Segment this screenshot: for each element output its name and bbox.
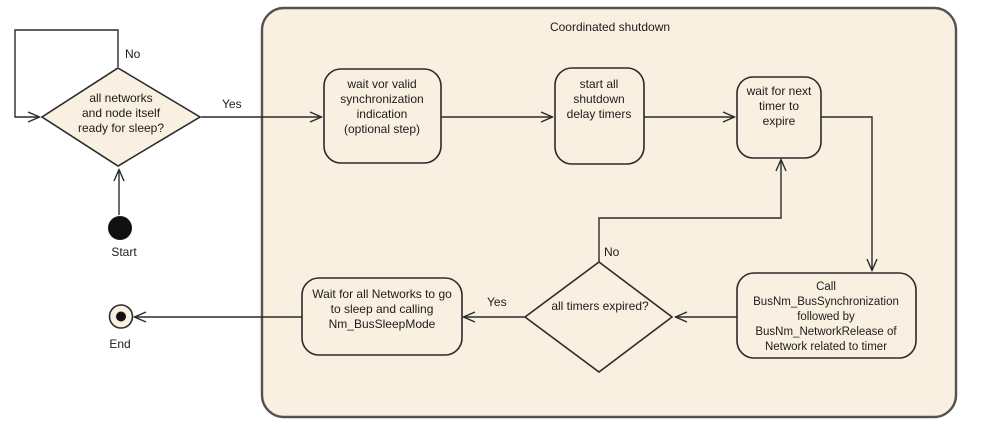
- activity-wait-next-timer-line: expire: [763, 114, 796, 128]
- activity-start-timers: [554, 67, 645, 165]
- activity-wait-networks-sleep-line: to sleep and calling: [331, 302, 434, 316]
- activity-wait-next-timer-line: timer to: [759, 99, 799, 113]
- timers-decision-diamond: [523, 261, 674, 373]
- activity-start-timers-line: start all: [580, 77, 619, 91]
- ready-decision-line: all networks: [89, 91, 152, 105]
- activity-wait-networks-sleep-line: Nm_BusSleepMode: [329, 317, 436, 331]
- timers-decision-label: all timers expired?: [551, 299, 649, 313]
- activity-call-busnm-line: followed by: [797, 311, 855, 323]
- activity-wait-sync-line: synchronization: [340, 92, 423, 106]
- frame-title: Coordinated shutdown: [550, 20, 670, 34]
- edge-no-timers-to-wait-next: [598, 160, 781, 262]
- edge-no-self-loop: [14, 29, 119, 117]
- start-node: [108, 216, 132, 240]
- activity-call-busnm-line: BusNm_BusSynchronization: [753, 296, 899, 308]
- edge-wait-next-to-call: [821, 116, 872, 270]
- ready-decision-line: and node itself: [82, 106, 161, 120]
- edge-label-no-timers: No: [604, 245, 620, 259]
- activity-start-timers-line: shutdown: [573, 92, 624, 106]
- ready-decision-diamond: [40, 67, 202, 167]
- activity-wait-sync-line: wait vor valid: [346, 77, 416, 91]
- activity-start-timers-line: delay timers: [567, 107, 632, 121]
- activity-wait-next-timer-line: wait for next: [746, 84, 812, 98]
- ready-decision-line: ready for sleep?: [78, 121, 164, 135]
- activity-wait-sync: [323, 68, 442, 164]
- activity-call-busnm-line: Network related to timer: [765, 341, 887, 353]
- end-label: End: [109, 337, 130, 351]
- edge-label-no-loop: No: [125, 47, 141, 61]
- edge-label-yes-timers: Yes: [487, 295, 507, 309]
- activity-call-busnm-line: BusNm_NetworkRelease of: [755, 326, 897, 338]
- activity-wait-networks-sleep-line: Wait for all Networks to go: [312, 287, 452, 301]
- edge-label-yes-to-shutdown: Yes: [222, 97, 242, 111]
- activity-call-busnm-line: Call: [816, 281, 836, 293]
- activity-call-busnm: [736, 272, 917, 359]
- start-label: Start: [111, 245, 137, 259]
- end-node-inner: [116, 311, 126, 322]
- activity-wait-sync-line: (optional step): [344, 122, 420, 136]
- activity-wait-sync-line: indication: [357, 107, 408, 121]
